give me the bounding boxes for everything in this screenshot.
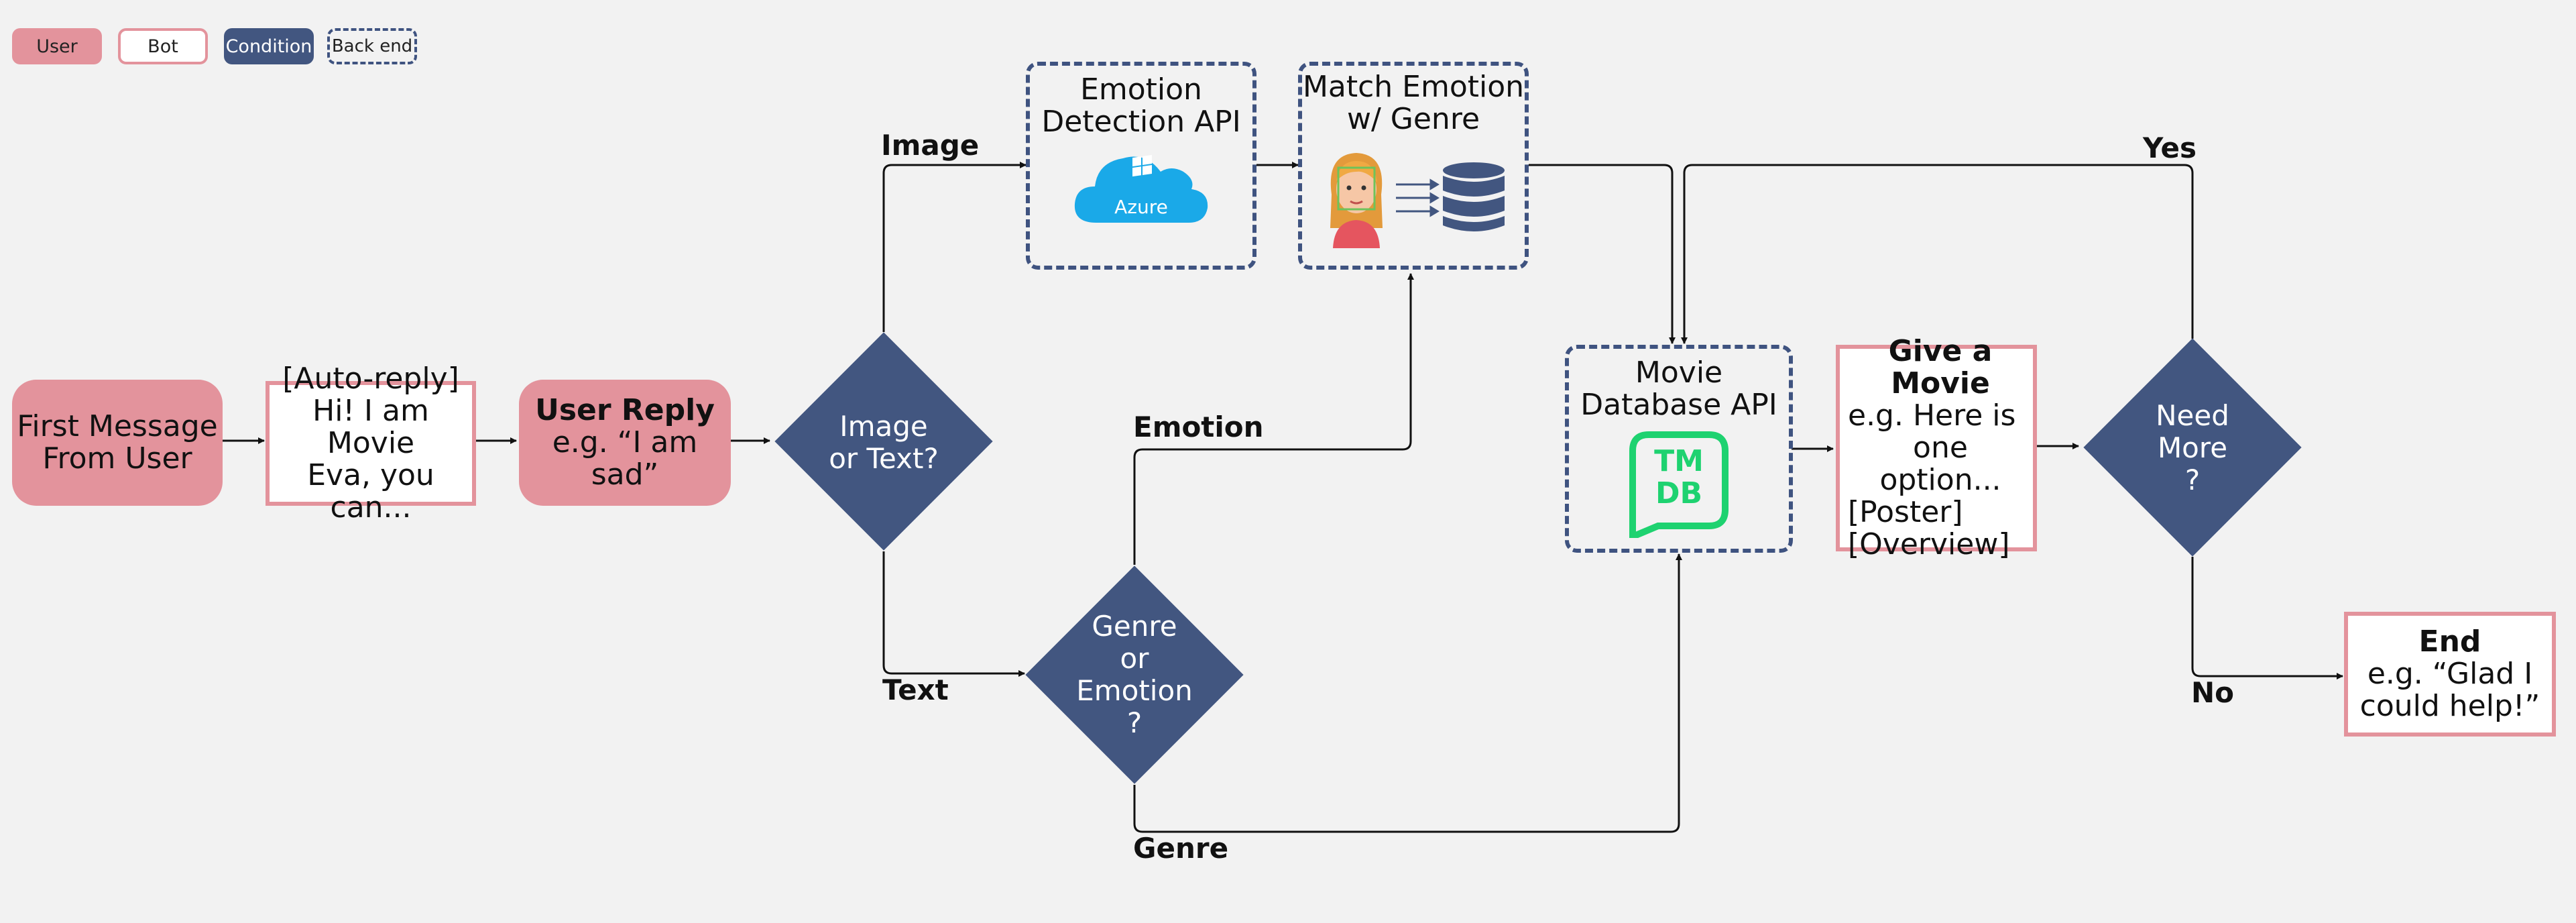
- give-movie-line2: one option...: [1879, 431, 2001, 497]
- end-line1: e.g. “Glad I: [2367, 657, 2533, 691]
- node-end: End e.g. “Glad I could help!”: [2344, 612, 2556, 737]
- first-message-line2: From User: [42, 441, 192, 476]
- image-or-text-line1: Image: [839, 410, 928, 443]
- decision-need-more-label: Need More ?: [2092, 381, 2293, 515]
- edge-label-text: Text: [882, 673, 949, 706]
- match-emotion-line2: w/ Genre: [1346, 102, 1480, 136]
- azure-cloud-icon: Azure: [1071, 148, 1212, 228]
- legend-condition-label: Condition: [225, 36, 312, 57]
- edge-genre: [1133, 553, 1682, 833]
- genre-or-emotion-line3: Emotion: [1076, 674, 1193, 707]
- tmdb-logo-line1: TM: [1654, 444, 1704, 478]
- movie-db-line2: Database API: [1580, 388, 1777, 422]
- node-match-emotion: Match Emotion w/ Genre: [1298, 62, 1529, 270]
- edge-match-to-moviedb: [1529, 164, 1676, 344]
- emotion-api-line2: Detection API: [1041, 105, 1241, 139]
- give-movie-line3: [Poster]: [1848, 495, 1963, 529]
- genre-or-emotion-line1: Genre: [1092, 610, 1177, 643]
- auto-reply-line1: [Auto-reply]: [282, 362, 459, 396]
- genre-or-emotion-line4: ?: [1126, 706, 1143, 739]
- decision-image-or-text-label: Image or Text?: [783, 376, 984, 510]
- legend-backend-label: Back end: [331, 36, 413, 56]
- edge-yes: [1681, 164, 2194, 344]
- movie-db-line1: Movie: [1635, 356, 1723, 390]
- edge-text: [882, 551, 1025, 677]
- auto-reply-line3: Eva, you can...: [307, 458, 434, 525]
- arrows-icon: [1396, 178, 1440, 217]
- emotion-api-line1: Emotion: [1080, 72, 1202, 107]
- edge-label-image: Image: [881, 129, 980, 162]
- legend-bot-label: Bot: [148, 36, 178, 57]
- tmdb-logo-line2: DB: [1655, 476, 1703, 510]
- match-emotion-line1: Match Emotion: [1302, 70, 1525, 104]
- need-more-line2: More: [2157, 431, 2228, 464]
- node-give-a-movie: Give a Movie e.g. Here is one option... …: [1836, 335, 2037, 561]
- node-first-message: First Message From User: [12, 380, 223, 506]
- node-emotion-detection-api: Emotion Detection API Azure: [1026, 62, 1256, 270]
- auto-reply-line2: Hi! I am Movie: [312, 394, 429, 460]
- edge-no: [2191, 557, 2343, 680]
- first-message-line1: First Message: [17, 409, 218, 443]
- user-reply-title: User Reply: [535, 393, 715, 427]
- edge-label-emotion: Emotion: [1133, 411, 1264, 443]
- face-detection-icon: [1330, 153, 1383, 248]
- need-more-line1: Need: [2156, 399, 2229, 432]
- edge-label-yes: Yes: [2143, 131, 2197, 164]
- node-movie-database-api: Movie Database API TM DB: [1565, 345, 1793, 553]
- legend-user: User: [12, 28, 102, 64]
- user-reply-subtitle: e.g. “I am sad”: [552, 425, 698, 492]
- image-or-text-line2: or Text?: [829, 442, 939, 475]
- edge-image: [882, 162, 1027, 332]
- azure-logo-text: Azure: [1114, 196, 1168, 218]
- database-icon: [1443, 162, 1505, 231]
- legend-backend: Back end: [327, 28, 417, 64]
- end-title: End: [2418, 625, 2481, 659]
- give-movie-line4: [Overview]: [1848, 527, 2010, 561]
- need-more-line3: ?: [2184, 464, 2201, 496]
- give-movie-title: Give a Movie: [1888, 334, 1993, 400]
- legend-condition: Condition: [224, 28, 314, 64]
- legend-bot: Bot: [118, 28, 208, 64]
- edge-label-genre: Genre: [1133, 832, 1229, 865]
- tmdb-logo-icon: TM DB: [1629, 431, 1729, 542]
- node-user-reply: User Reply e.g. “I am sad”: [519, 380, 731, 506]
- end-line2: could help!”: [2359, 689, 2540, 723]
- edge-emotion: [1133, 273, 1414, 565]
- legend-user-label: User: [36, 36, 78, 57]
- edge-label-no: No: [2191, 676, 2235, 709]
- node-auto-reply: [Auto-reply] Hi! I am Movie Eva, you can…: [266, 363, 476, 524]
- decision-genre-or-emotion-label: Genre or Emotion ?: [1034, 608, 1235, 742]
- give-movie-line1: e.g. Here is: [1848, 398, 2016, 433]
- genre-or-emotion-line2: or: [1120, 642, 1149, 675]
